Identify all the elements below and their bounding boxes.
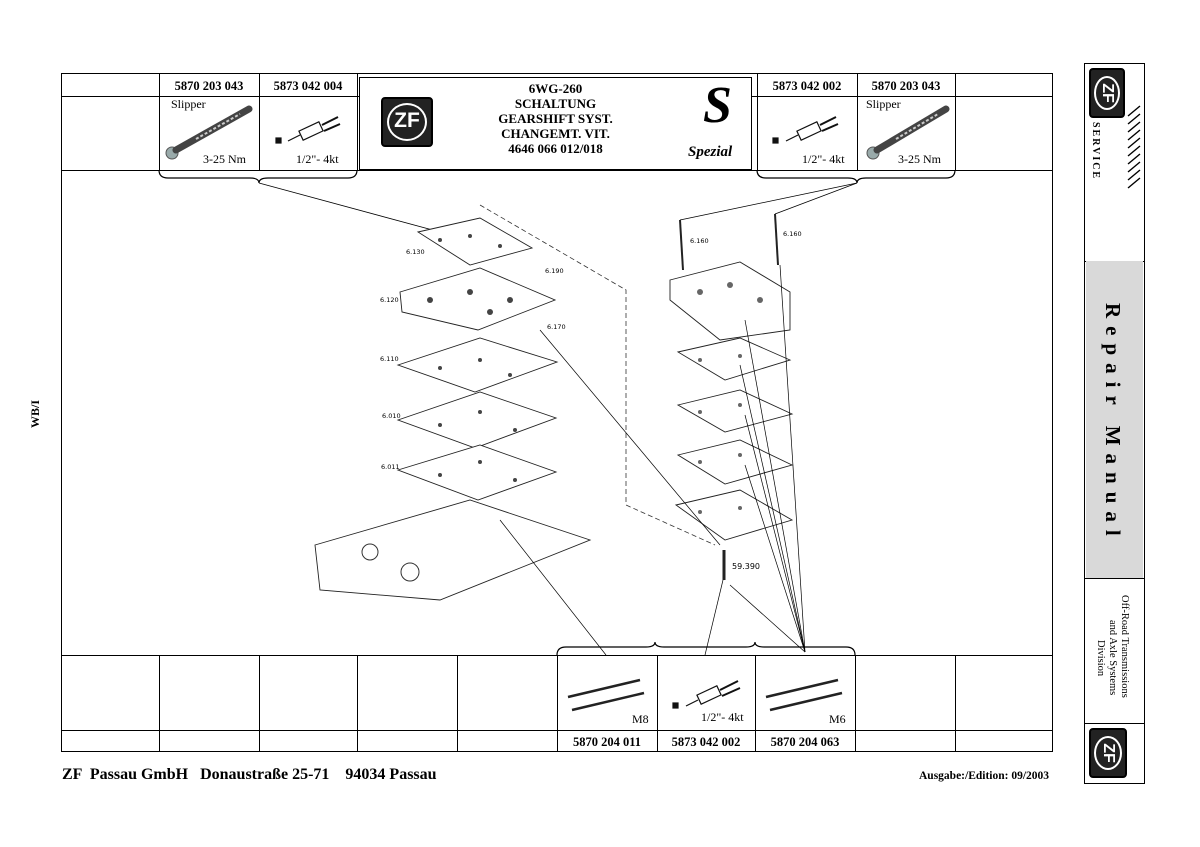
item-label: 59.390 [732, 562, 760, 571]
tool-spec: M6 [829, 712, 846, 726]
tool-spec: 1/2"- 4kt [296, 152, 339, 166]
torque-wrench-icon [165, 105, 253, 160]
grid-line [755, 655, 756, 752]
item-label: 6.190 [545, 267, 564, 275]
adjusting-screws-icon [567, 678, 645, 712]
part-range: 4646 066 012/018 [508, 141, 603, 156]
grid-line [259, 73, 260, 170]
tool-part-number: 5870 204 063 [770, 735, 840, 749]
tool-part-number: 5873 042 004 [273, 79, 343, 93]
service-stripes-graphic [1127, 105, 1141, 189]
grid-line [855, 655, 856, 752]
tool-part-number: 5870 203 043 [871, 79, 941, 93]
tool-part-number: 5870 203 043 [174, 79, 244, 93]
grid-line [955, 73, 956, 170]
logo-ring [387, 103, 427, 141]
title-en: GEARSHIFT SYST. [498, 111, 613, 126]
service-label: SERVICE [1090, 122, 1101, 181]
title-fr: CHANGEMT. VIT. [501, 126, 610, 141]
zf-logo: ZF [1089, 68, 1125, 118]
grid-line [357, 73, 358, 170]
tool-spec: M8 [632, 712, 649, 726]
tool-part-number: 5873 042 002 [772, 79, 842, 93]
repair-manual-panel [1086, 261, 1143, 578]
division-line-2: and Axle Systems [1107, 620, 1118, 696]
sidebar-rule [1084, 723, 1145, 724]
item-label: 6.160 [783, 230, 802, 238]
socket-adapter-icon [772, 116, 839, 144]
tool-label: Slipper [171, 97, 206, 111]
logo-letters: ZF [394, 109, 420, 132]
division-line-3: Division [1095, 640, 1106, 677]
logo-ring [1094, 736, 1122, 770]
item-label: 6.130 [406, 248, 425, 256]
zf-logo: ZF [1089, 728, 1127, 778]
grid-line [657, 655, 658, 752]
sidebar [1084, 63, 1145, 784]
socket-adapter-icon [275, 116, 341, 144]
grid-line [457, 655, 458, 752]
logo-ring [1094, 76, 1120, 110]
zf-logo: ZF [381, 97, 433, 147]
tool-spec: 3-25 Nm [898, 152, 941, 166]
sidebar-rule [1084, 578, 1145, 579]
repair-manual-title: Repair Manual [1101, 303, 1125, 544]
tool-spec: 1/2"- 4kt [802, 152, 845, 166]
socket-adapter-icon [672, 680, 741, 709]
grid-line [357, 655, 358, 752]
item-label: 6.160 [690, 237, 709, 245]
top-rule-right [752, 96, 1053, 97]
grid-line [557, 655, 558, 752]
grid-line [159, 655, 160, 752]
item-label: 6.170 [547, 323, 566, 331]
title-block: ZF 6WG-260 SCHALTUNG GEARSHIFT SYST. CHA… [359, 77, 752, 170]
item-label: 6.011 [381, 463, 400, 471]
grid-line [955, 655, 956, 752]
adjusting-screws-icon [765, 678, 843, 712]
left-plate-stack [314, 217, 592, 601]
edition-date: Ausgabe:/Edition: 09/2003 [919, 770, 1050, 782]
tool-spec: 1/2"- 4kt [701, 710, 744, 724]
spezial-logo: Spezial [688, 144, 733, 160]
tool-label: Slipper [866, 97, 901, 111]
title-de: SCHALTUNG [514, 96, 597, 111]
tool-part-number: 5870 204 011 [572, 735, 642, 749]
tool-part-number: 5873 042 002 [671, 735, 741, 749]
logo-letters: ZF [1100, 743, 1117, 763]
spezial-s-glyph: S [703, 77, 732, 134]
grid-line [757, 73, 758, 170]
top-rule-left [61, 96, 359, 97]
item-label: 6.010 [382, 412, 401, 420]
grid-line [259, 655, 260, 752]
company-address: ZF Passau GmbH Donaustraße 25-71 94034 P… [62, 766, 437, 783]
right-plate-stack [669, 261, 794, 541]
grid-line [857, 73, 858, 170]
model-number: 6WG-260 [528, 81, 583, 96]
header-bottom-rule [61, 170, 1053, 171]
division-line-1: Off-Road Transmissions [1119, 595, 1130, 698]
item-label: 6.120 [380, 296, 399, 304]
grid-line [159, 73, 160, 170]
item-label: 6.110 [380, 355, 399, 363]
tool-spec: 3-25 Nm [203, 152, 246, 166]
torque-wrench-icon [866, 105, 950, 160]
